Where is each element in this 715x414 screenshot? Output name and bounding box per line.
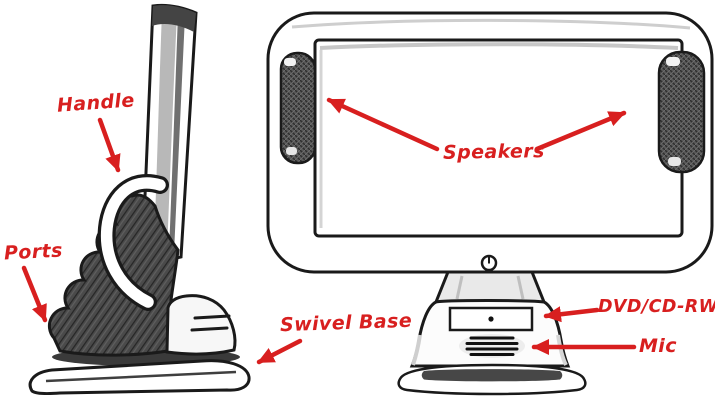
left-speaker [279, 51, 317, 165]
label-mic: Mic [639, 335, 677, 357]
side-handle [97, 174, 169, 311]
front-view [266, 11, 714, 396]
stand-neck [433, 270, 547, 304]
side-front-shell [165, 294, 237, 356]
power-button [480, 254, 498, 272]
speakers-arrow-left [326, 97, 440, 152]
dvd-drive [448, 306, 534, 332]
screen [313, 38, 684, 238]
annotation-arrows [21, 97, 637, 365]
label-dvd-cd-rw: DVD/CD-RW [598, 297, 715, 317]
side-view [28, 4, 251, 396]
side-swivel-base [28, 359, 251, 396]
label-speakers: Speakers [442, 140, 545, 164]
label-ports: Ports [3, 239, 64, 265]
handle-arrow [97, 117, 121, 173]
ports-arrow [21, 265, 48, 323]
speakers-arrow-right [534, 110, 627, 152]
swivel-base-arrow [256, 338, 303, 365]
right-speaker [657, 50, 706, 174]
dvd-arrow [543, 306, 600, 323]
mic-grille [459, 334, 525, 358]
label-swivel-base: Swivel Base [279, 309, 413, 337]
front-base [397, 363, 587, 396]
side-panel [141, 4, 198, 261]
